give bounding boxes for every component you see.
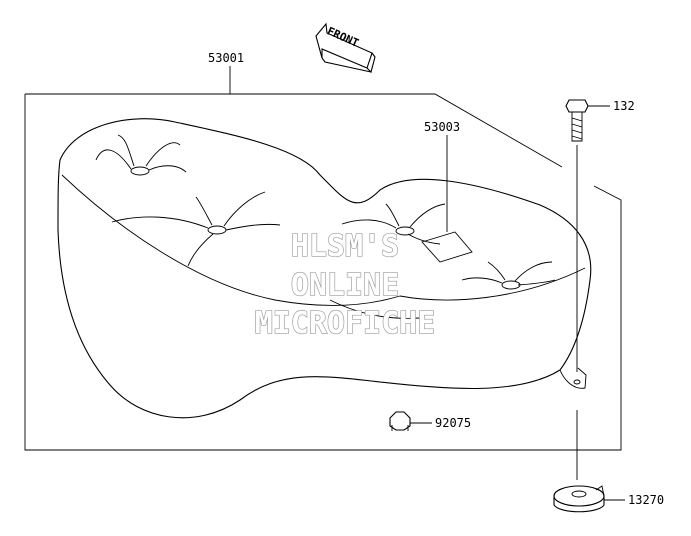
watermark-line-1: HLSM'S: [291, 229, 399, 264]
watermark-line-3: MICROFICHE: [255, 306, 436, 341]
watermark-line-2: ONLINE: [291, 268, 399, 303]
bolt-part: [565, 99, 589, 480]
front-arrow-icon: FRONT: [315, 22, 376, 74]
part-label-132: 132: [613, 99, 635, 113]
part-label-53001: 53001: [208, 51, 244, 65]
seat-illustration: [57, 118, 592, 419]
collar-part: [553, 485, 605, 513]
part-label-53003: 53003: [424, 120, 460, 134]
part-label-92075: 92075: [435, 416, 471, 430]
part-label-13270: 13270: [628, 493, 664, 507]
leader-lines: [410, 105, 625, 501]
damper-part: [389, 411, 411, 431]
assembly-frame: [24, 66, 622, 451]
watermark: HLSM'S ONLINE MICROFICHE: [254, 228, 436, 341]
front-label: FRONT: [325, 24, 361, 49]
